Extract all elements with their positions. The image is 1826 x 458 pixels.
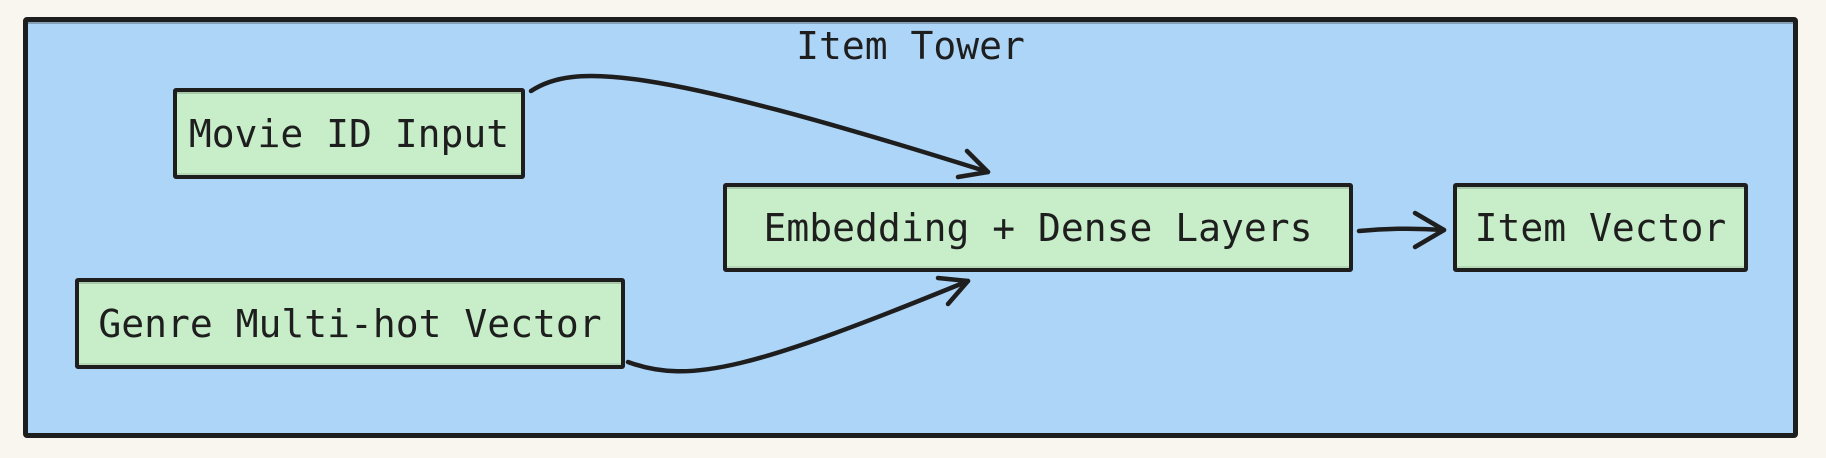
node-embedding-dense-layers: Embedding + Dense Layers [723, 183, 1353, 272]
node-label: Movie ID Input [188, 111, 510, 156]
node-label: Genre Multi-hot Vector [98, 301, 602, 346]
node-genre-multi-hot-vector: Genre Multi-hot Vector [75, 278, 625, 369]
node-label: Embedding + Dense Layers [763, 205, 1313, 250]
diagram-title: Item Tower [796, 24, 1025, 68]
node-label: Item Vector [1474, 205, 1727, 250]
node-item-vector: Item Vector [1453, 183, 1748, 272]
node-movie-id-input: Movie ID Input [173, 88, 525, 179]
